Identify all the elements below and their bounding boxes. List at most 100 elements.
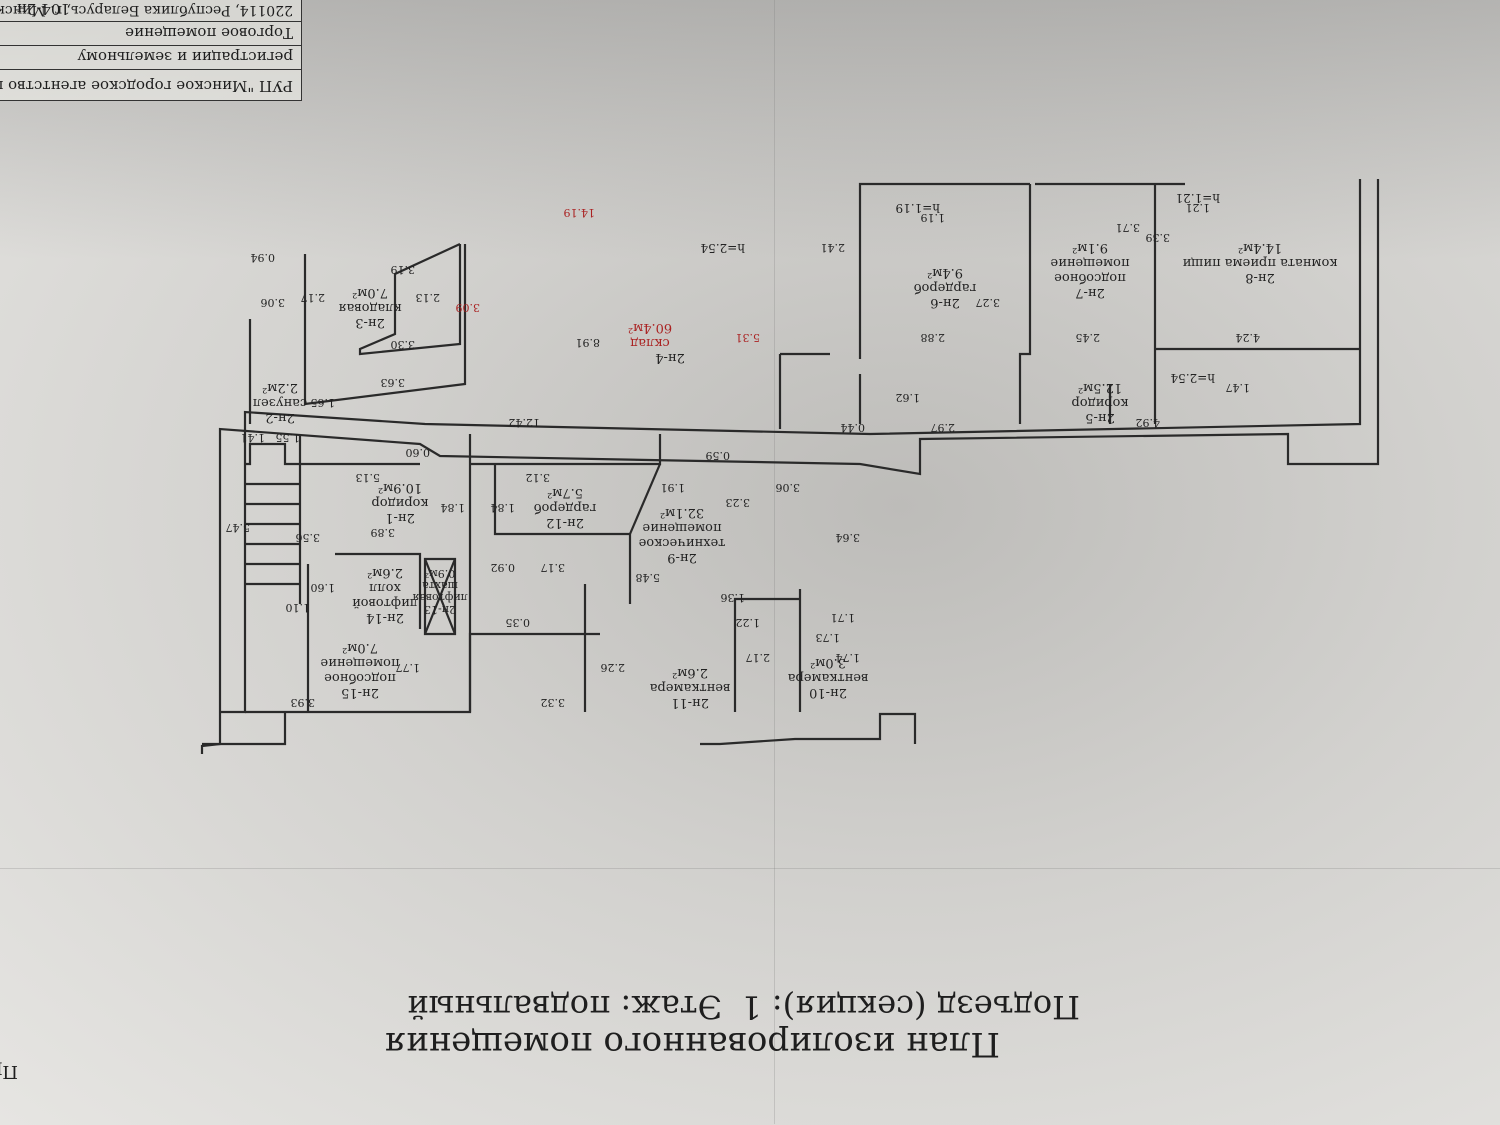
dimension: 1.21 [1186, 201, 1211, 214]
dimension: 1.62 [896, 391, 921, 404]
stairs-left [778, 352, 830, 429]
dimension: 8.91 [576, 336, 601, 349]
dimension: 3.19 [391, 263, 416, 276]
wall-room-7-8 [1035, 182, 1360, 351]
dimension: 3.12 [526, 471, 551, 484]
dimension: 1.36 [721, 591, 746, 604]
dimension: 3.71 [1116, 221, 1141, 234]
room-14-name1: лифтовой [352, 595, 418, 610]
room-15-id: 2н-15 [341, 685, 379, 700]
dimension: 3.56 [296, 531, 321, 544]
room-6-id: 2н-6 [930, 295, 960, 310]
room-8-name: комната приема пищи [1183, 255, 1338, 270]
room-13-id: 2н-13 [424, 603, 456, 616]
dimension: 3.06 [776, 481, 801, 494]
dimension: 0.35 [506, 616, 531, 629]
room-12-id: 2н-12 [546, 515, 584, 530]
room-13-name2: шахта [422, 579, 458, 592]
dimension: 1.65 [311, 396, 336, 409]
dimension: 3.17 [541, 561, 566, 574]
room-6-area: 9.4м² [927, 265, 963, 280]
dimension: 1.55 [276, 431, 301, 444]
dimension: 1.71 [831, 611, 856, 624]
room-6-name: гардероб [914, 280, 977, 295]
room-15-name1: подсобное [324, 670, 396, 685]
room-12-name: гардероб [534, 500, 597, 515]
dimension: 3.93 [291, 696, 316, 709]
wall-2 [245, 442, 420, 466]
dimension: 1.10 [286, 601, 311, 614]
dimension: 3.06 [261, 296, 286, 309]
wall-room-6 [858, 182, 1030, 359]
bottom-wall [700, 712, 917, 746]
dimension: 3.32 [541, 696, 566, 709]
dimension: 1.74 [836, 651, 861, 664]
room-4-name: склад [630, 335, 669, 350]
svg-text:2н-1: 2н-1 [385, 510, 415, 525]
height-label: h=1.19 [895, 201, 940, 215]
room-2-id: 2н-2 [265, 410, 295, 425]
room-4-area: 60.4м² [628, 320, 672, 335]
dimension: 2.17 [746, 651, 771, 664]
dimension: 0.44 [841, 421, 866, 434]
wall-9 [628, 463, 662, 535]
room-5-area: 12.5м² [1078, 380, 1122, 395]
height-label: h=2.54 [700, 241, 745, 255]
dimension: 3.30 [391, 338, 416, 351]
wall-5 [858, 184, 1032, 424]
dimension: 3.27 [976, 296, 1001, 309]
dimension: 3.89 [371, 526, 396, 539]
room-7-area: 9.1м² [1072, 240, 1108, 255]
dimension: 2.88 [921, 331, 946, 344]
room-10-id: 2н-10 [809, 685, 847, 700]
dimension: 2.41 [821, 241, 846, 254]
room-3-id: 2н-3 [355, 315, 385, 330]
dimension: 3.63 [381, 376, 406, 389]
dimension: 12.42 [509, 416, 541, 429]
wall-10 [733, 597, 800, 712]
dimension: 1.19 [921, 211, 946, 224]
room-9-name2: помещение [642, 520, 721, 535]
dimension: 2.45 [1076, 331, 1101, 344]
room-11-name: венткамера [649, 680, 730, 695]
room-5-name: коридор [1071, 395, 1128, 410]
room-8-id: 2н-8 [1245, 270, 1275, 285]
dimension: 14.19 [564, 206, 596, 219]
room-9-name1: техническое [638, 535, 725, 550]
dimension: 1.91 [661, 481, 686, 494]
dimension: 5.48 [636, 571, 661, 584]
room-5-id: 2н-5 [1085, 410, 1115, 425]
dimension: 4.92 [1136, 416, 1161, 429]
dimension: 1.84 [441, 501, 466, 514]
elevator-cross [423, 558, 457, 635]
dimension: 1.60 [311, 581, 336, 594]
wall-12 [468, 632, 600, 712]
room-2-area: 2.2м² [262, 380, 298, 395]
room-7-name2: помещение [1050, 255, 1129, 270]
dimension: 0.59 [706, 449, 731, 462]
dimension: 2.17 [301, 291, 326, 304]
dimension: 1.41 [241, 431, 266, 444]
room-1-name: коридор [371, 495, 428, 510]
room-12-area: 5.7м² [547, 485, 583, 500]
dimension: 2.97 [931, 421, 956, 434]
room-14-area: 2.6м² [367, 565, 403, 580]
dimension: 1.84 [491, 501, 516, 514]
dimension: 1.22 [736, 616, 761, 629]
wall-14 [335, 552, 422, 629]
room-7-name1: подсобное [1054, 270, 1126, 285]
dimension: 3.64 [836, 531, 861, 544]
dimension: 3.09 [456, 301, 481, 314]
room-11-id: 2н-11 [671, 695, 709, 710]
room-10-name: венткамера [787, 670, 868, 685]
dimension: 0.94 [251, 251, 276, 264]
room-1-id: 2н-1 [385, 510, 415, 525]
room-15-name2: помещение [320, 655, 399, 670]
dimension: 5.13 [356, 471, 381, 484]
wall-12b [493, 464, 632, 604]
room-10-area: 3.0м² [810, 655, 846, 670]
bottom-right-notch [202, 712, 287, 746]
